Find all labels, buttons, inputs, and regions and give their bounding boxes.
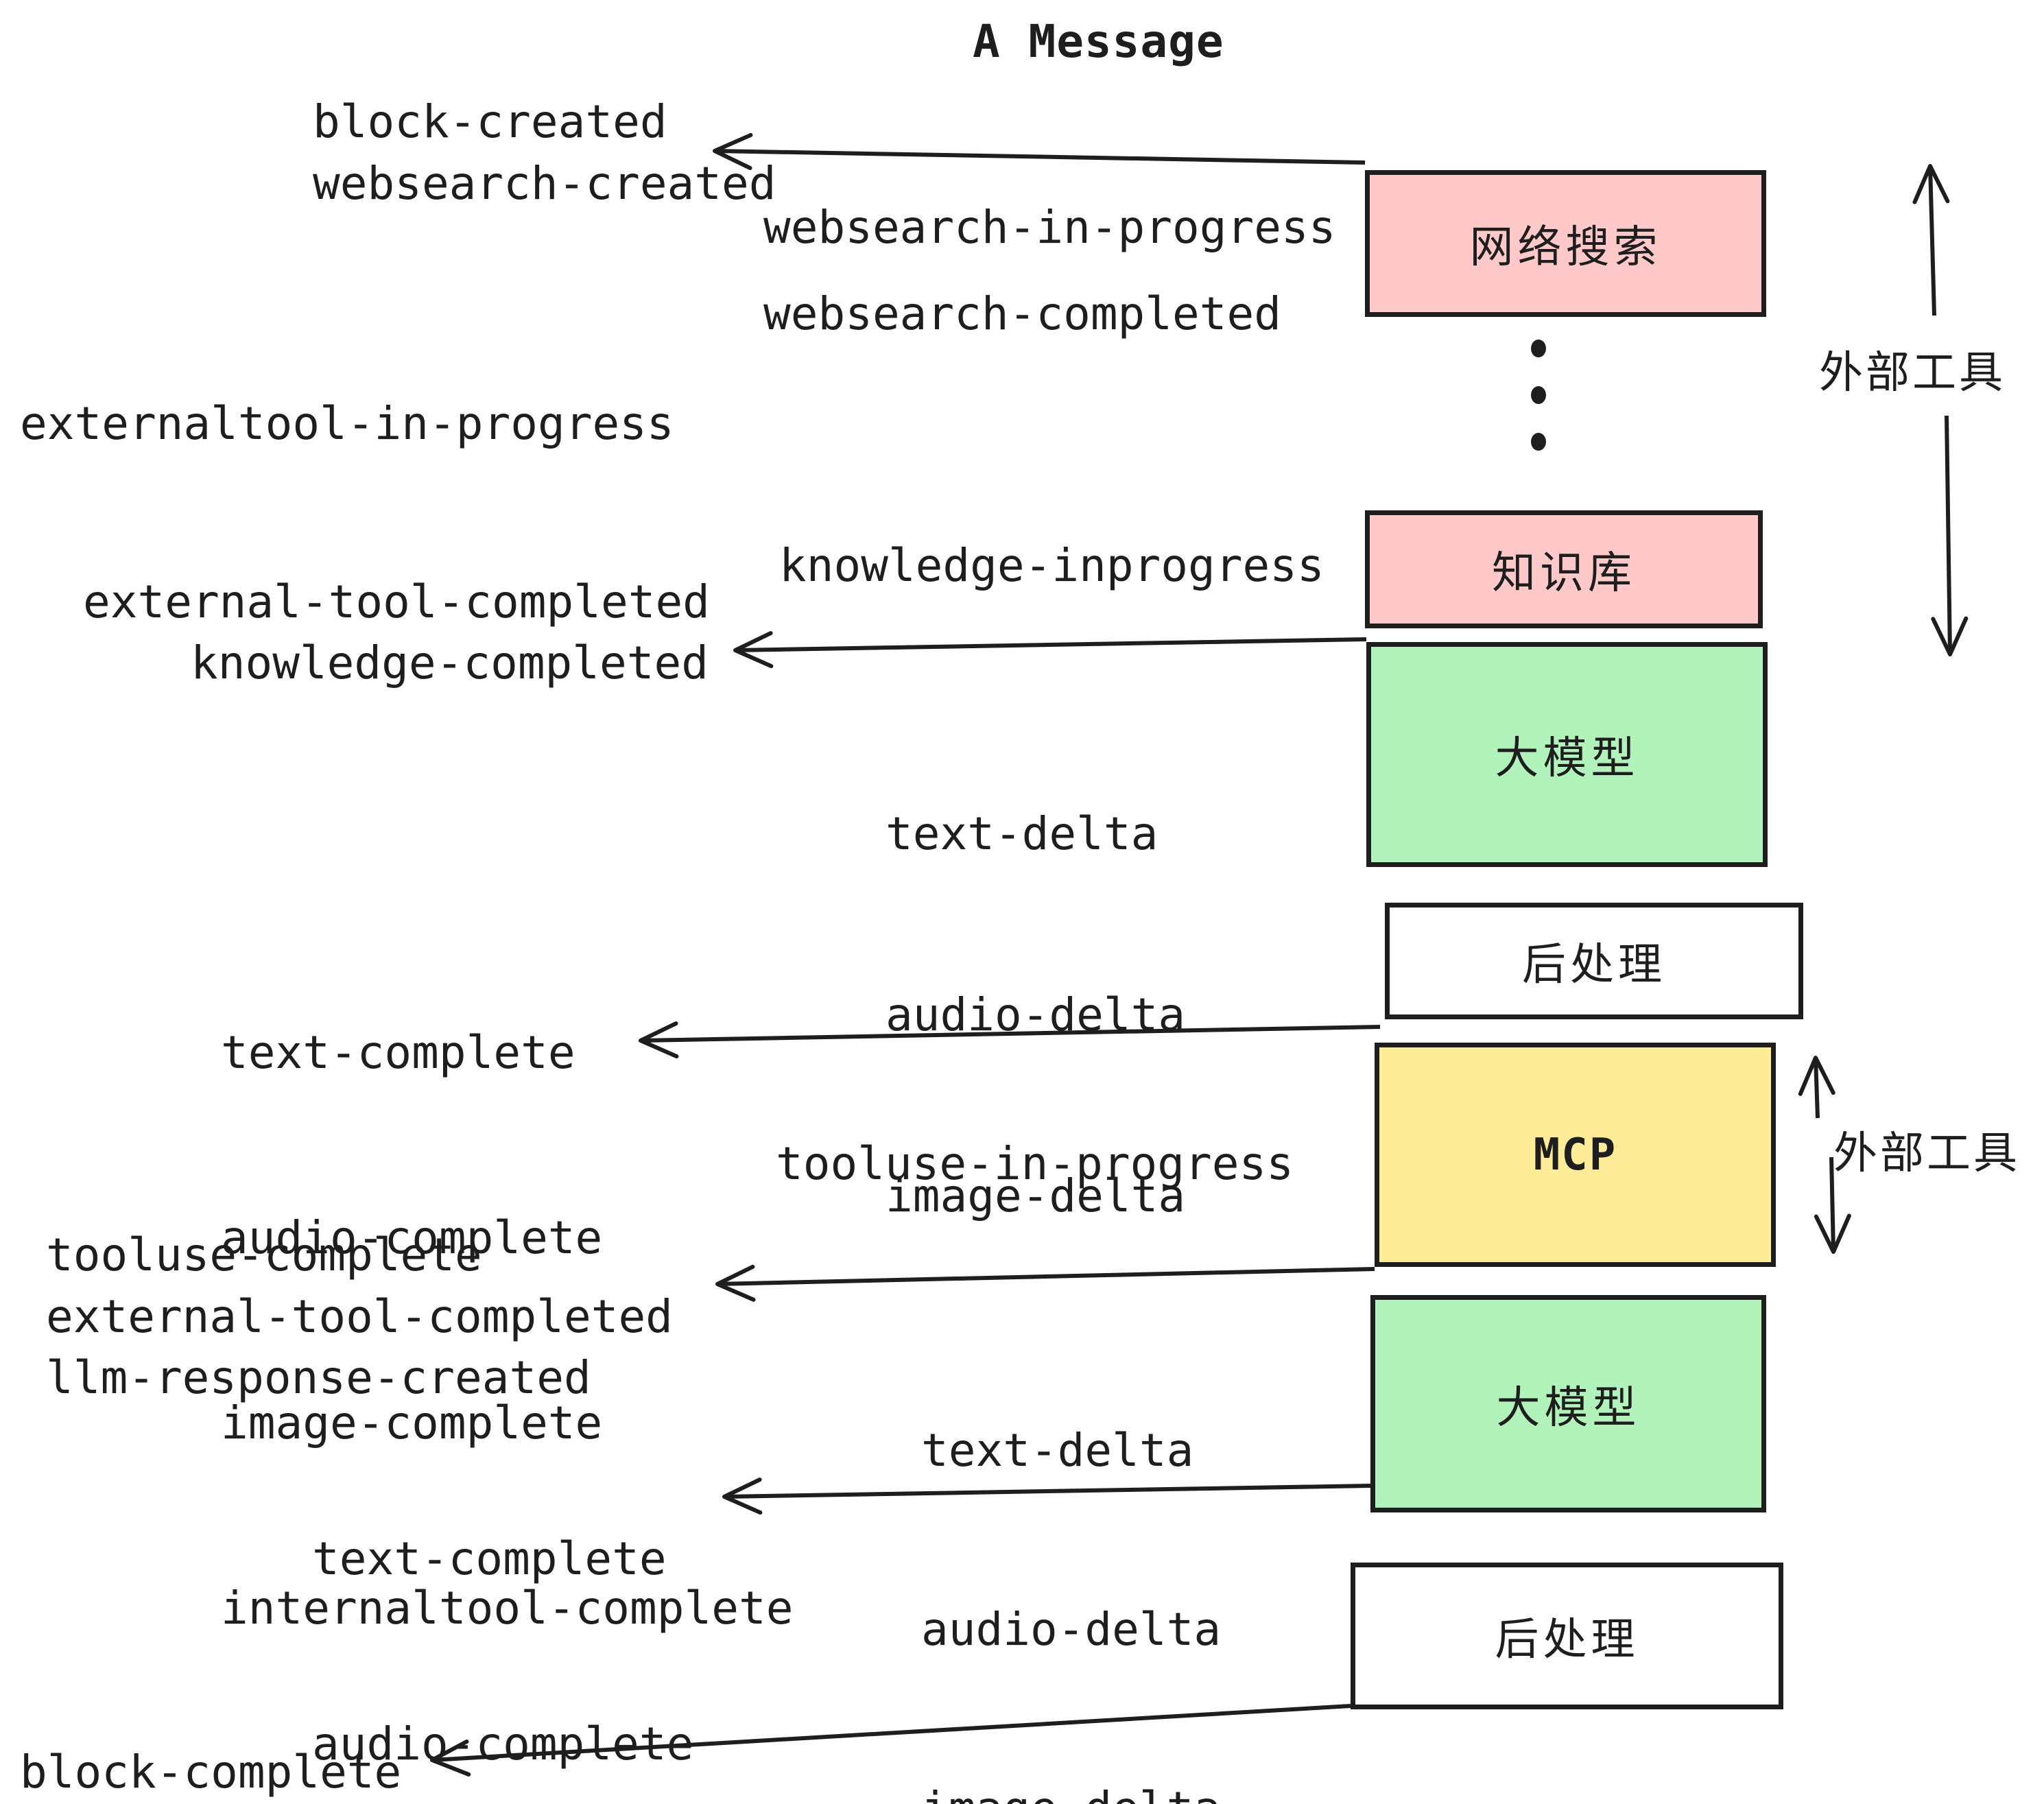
box-knowledge-label: 知识库 [1492, 548, 1636, 599]
ellipsis-dot [1531, 386, 1546, 404]
box-llm-2: 大模型 [1370, 1295, 1766, 1512]
event-label-audio-delta-2: audio-delta [921, 1603, 1222, 1656]
external-tools-label-1: 外部工具 [1819, 348, 2006, 399]
external-tools-up-arrow-2 [1798, 1056, 1835, 1119]
box-websearch: 网络搜索 [1365, 170, 1766, 317]
event-label-block-complete: block-complete [20, 1746, 402, 1799]
box-post-1: 后处理 [1385, 903, 1803, 1019]
event-label-image-delta: image-delta [886, 1170, 1186, 1222]
event-label-internaltool-complete: internaltool-complete [221, 1582, 794, 1635]
diagram-title: A Message [973, 15, 1224, 68]
box-mcp-label: MCP [1533, 1129, 1617, 1180]
event-label-block-created: block-created [313, 95, 667, 148]
event-label-external-tool-completed-2: external-tool-completed [46, 1290, 673, 1343]
box-llm-1-label: 大模型 [1495, 733, 1639, 784]
event-group-delta-set-2: text-delta audio-delta image-delta [921, 1301, 1221, 1804]
box-knowledge: 知识库 [1365, 510, 1763, 628]
box-websearch-label: 网络搜索 [1469, 222, 1662, 273]
event-label-text-delta-2: text-delta [921, 1424, 1194, 1477]
event-label-text-complete-2: text-complete [312, 1532, 667, 1585]
event-label-tooluse-in-progress: tooluse-in-progress [776, 1137, 1294, 1190]
external-tools-label-2: 外部工具 [1833, 1128, 2020, 1179]
box-post-2: 后处理 [1351, 1563, 1783, 1709]
box-mcp: MCP [1375, 1043, 1776, 1267]
event-label-audio-delta: audio-delta [886, 988, 1186, 1041]
event-label-tooluse-complete: tooluse-complete [46, 1229, 482, 1281]
arrow-to-block-created [713, 132, 1366, 170]
external-tools-down-arrow-1 [1931, 415, 1969, 656]
event-label-websearch-in-progress: websearch-in-progress [763, 201, 1336, 254]
event-label-knowledge-inprogress: knowledge-inprogress [779, 539, 1324, 592]
event-label-image-complete: image-complete [221, 1397, 603, 1449]
external-tools-up-arrow-1 [1912, 164, 1950, 316]
event-group-complete-set-1: text-complete audio-complete image-compl… [221, 899, 793, 1763]
ellipsis-dot [1531, 433, 1546, 451]
arrow-to-knowledge-completed [733, 631, 1367, 669]
event-label-knowledge-completed: knowledge-completed [191, 637, 709, 689]
event-label-audio-complete: audio-complete [221, 1211, 603, 1264]
box-llm-2-label: 大模型 [1496, 1382, 1641, 1434]
event-label-llm-response-created: llm-response-created [46, 1351, 591, 1404]
box-llm-1: 大模型 [1366, 642, 1768, 867]
event-label-text-complete: text-complete [221, 1026, 575, 1079]
event-label-external-tool-completed: external-tool-completed [83, 575, 710, 628]
event-label-image-delta-2: image-delta [921, 1779, 1221, 1804]
event-group-delta-set-1: text-delta audio-delta image-delta [886, 683, 1185, 1347]
event-label-text-delta: text-delta [886, 807, 1158, 860]
box-post-2-label: 后处理 [1495, 1615, 1639, 1665]
ellipsis-dot [1531, 340, 1546, 357]
event-label-websearch-created: websearch-created [313, 157, 776, 210]
event-label-externaltool-in-progress: externaltool-in-progress [20, 397, 674, 450]
box-post-1-label: 后处理 [1522, 940, 1666, 990]
event-label-websearch-completed: websearch-completed [763, 287, 1281, 340]
